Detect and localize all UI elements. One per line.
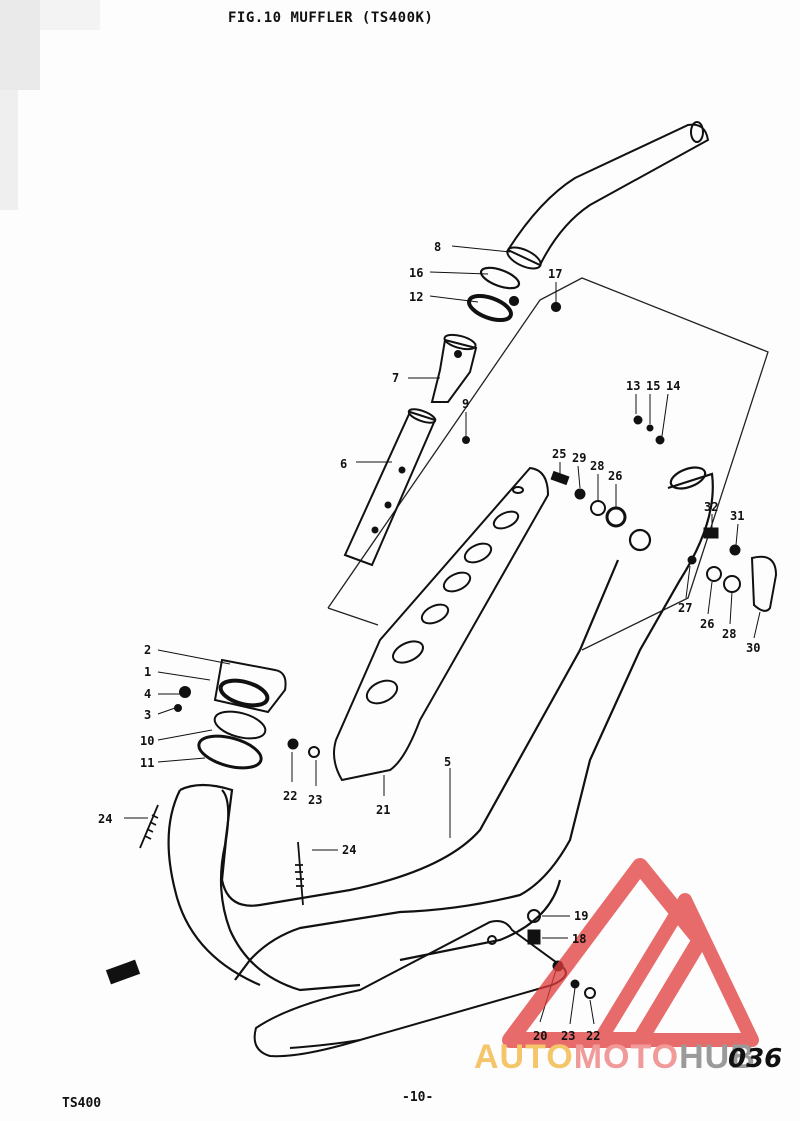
callout-23b: 23 <box>561 1029 575 1043</box>
figure-title: FIG.10 MUFFLER (TS400K) <box>228 10 434 26</box>
springs-part-24 <box>139 804 304 906</box>
callout-7: 7 <box>392 371 399 385</box>
callout-9: 9 <box>462 397 469 411</box>
callout-3: 3 <box>144 708 151 722</box>
scan-noise <box>0 0 100 210</box>
callout-25: 25 <box>552 447 566 461</box>
callout-29: 29 <box>572 451 586 465</box>
callout-18: 18 <box>572 932 586 946</box>
callout-31: 31 <box>730 509 744 523</box>
callout-28b: 28 <box>722 627 736 641</box>
callout-12: 12 <box>409 290 423 304</box>
callout-15: 15 <box>646 379 660 393</box>
page-number: -10- <box>402 1090 434 1105</box>
callout-10: 10 <box>140 734 154 748</box>
callout-24a: 24 <box>98 812 112 826</box>
gasket-rings-16-12 <box>467 266 562 323</box>
callout-19: 19 <box>574 909 588 923</box>
callout-labels: 8 16 12 17 7 9 6 13 15 14 25 29 28 26 32… <box>98 240 760 1043</box>
callout-23a: 23 <box>308 793 322 807</box>
page-code: 036 <box>728 1044 783 1074</box>
leader-lines <box>124 245 761 1025</box>
callout-13: 13 <box>626 379 640 393</box>
watermark-auto: AUTO <box>474 1038 574 1076</box>
watermark-logo <box>502 858 759 1048</box>
callout-21: 21 <box>376 803 390 817</box>
watermark-text: AUTOMOTOHUB <box>474 1038 756 1077</box>
callout-6: 6 <box>340 457 347 471</box>
assembly-frame-outline <box>327 277 769 651</box>
callout-32: 32 <box>704 500 718 514</box>
muffler-body-part-5 <box>167 466 714 992</box>
tail-pipe-part-8 <box>506 121 710 270</box>
heat-shield-part-21 <box>333 466 550 782</box>
callout-22a: 22 <box>283 789 297 803</box>
watermark-hub: HUB <box>679 1038 756 1076</box>
callout-17: 17 <box>548 267 562 281</box>
callout-5: 5 <box>444 755 451 769</box>
callout-24b: 24 <box>342 843 356 857</box>
callout-22b: 22 <box>586 1029 600 1043</box>
spark-arrester-part-7 <box>430 333 478 444</box>
baffle-tube-part-6 <box>343 408 437 567</box>
model-label: TS400 <box>62 1096 102 1111</box>
callout-30: 30 <box>746 641 760 655</box>
callout-16: 16 <box>409 266 423 280</box>
callout-11: 11 <box>140 756 154 770</box>
callout-20: 20 <box>533 1029 547 1043</box>
callout-14: 14 <box>666 379 680 393</box>
callout-1: 1 <box>144 665 151 679</box>
callout-8: 8 <box>434 240 441 254</box>
callout-2: 2 <box>144 643 151 657</box>
callout-26a: 26 <box>608 469 622 483</box>
callout-28a: 28 <box>590 459 604 473</box>
callout-26b: 26 <box>700 617 714 631</box>
callout-27: 27 <box>678 601 692 615</box>
exhaust-flange-parts <box>174 658 287 770</box>
watermark-moto: MOTO <box>573 1038 680 1076</box>
callout-4: 4 <box>144 687 151 701</box>
